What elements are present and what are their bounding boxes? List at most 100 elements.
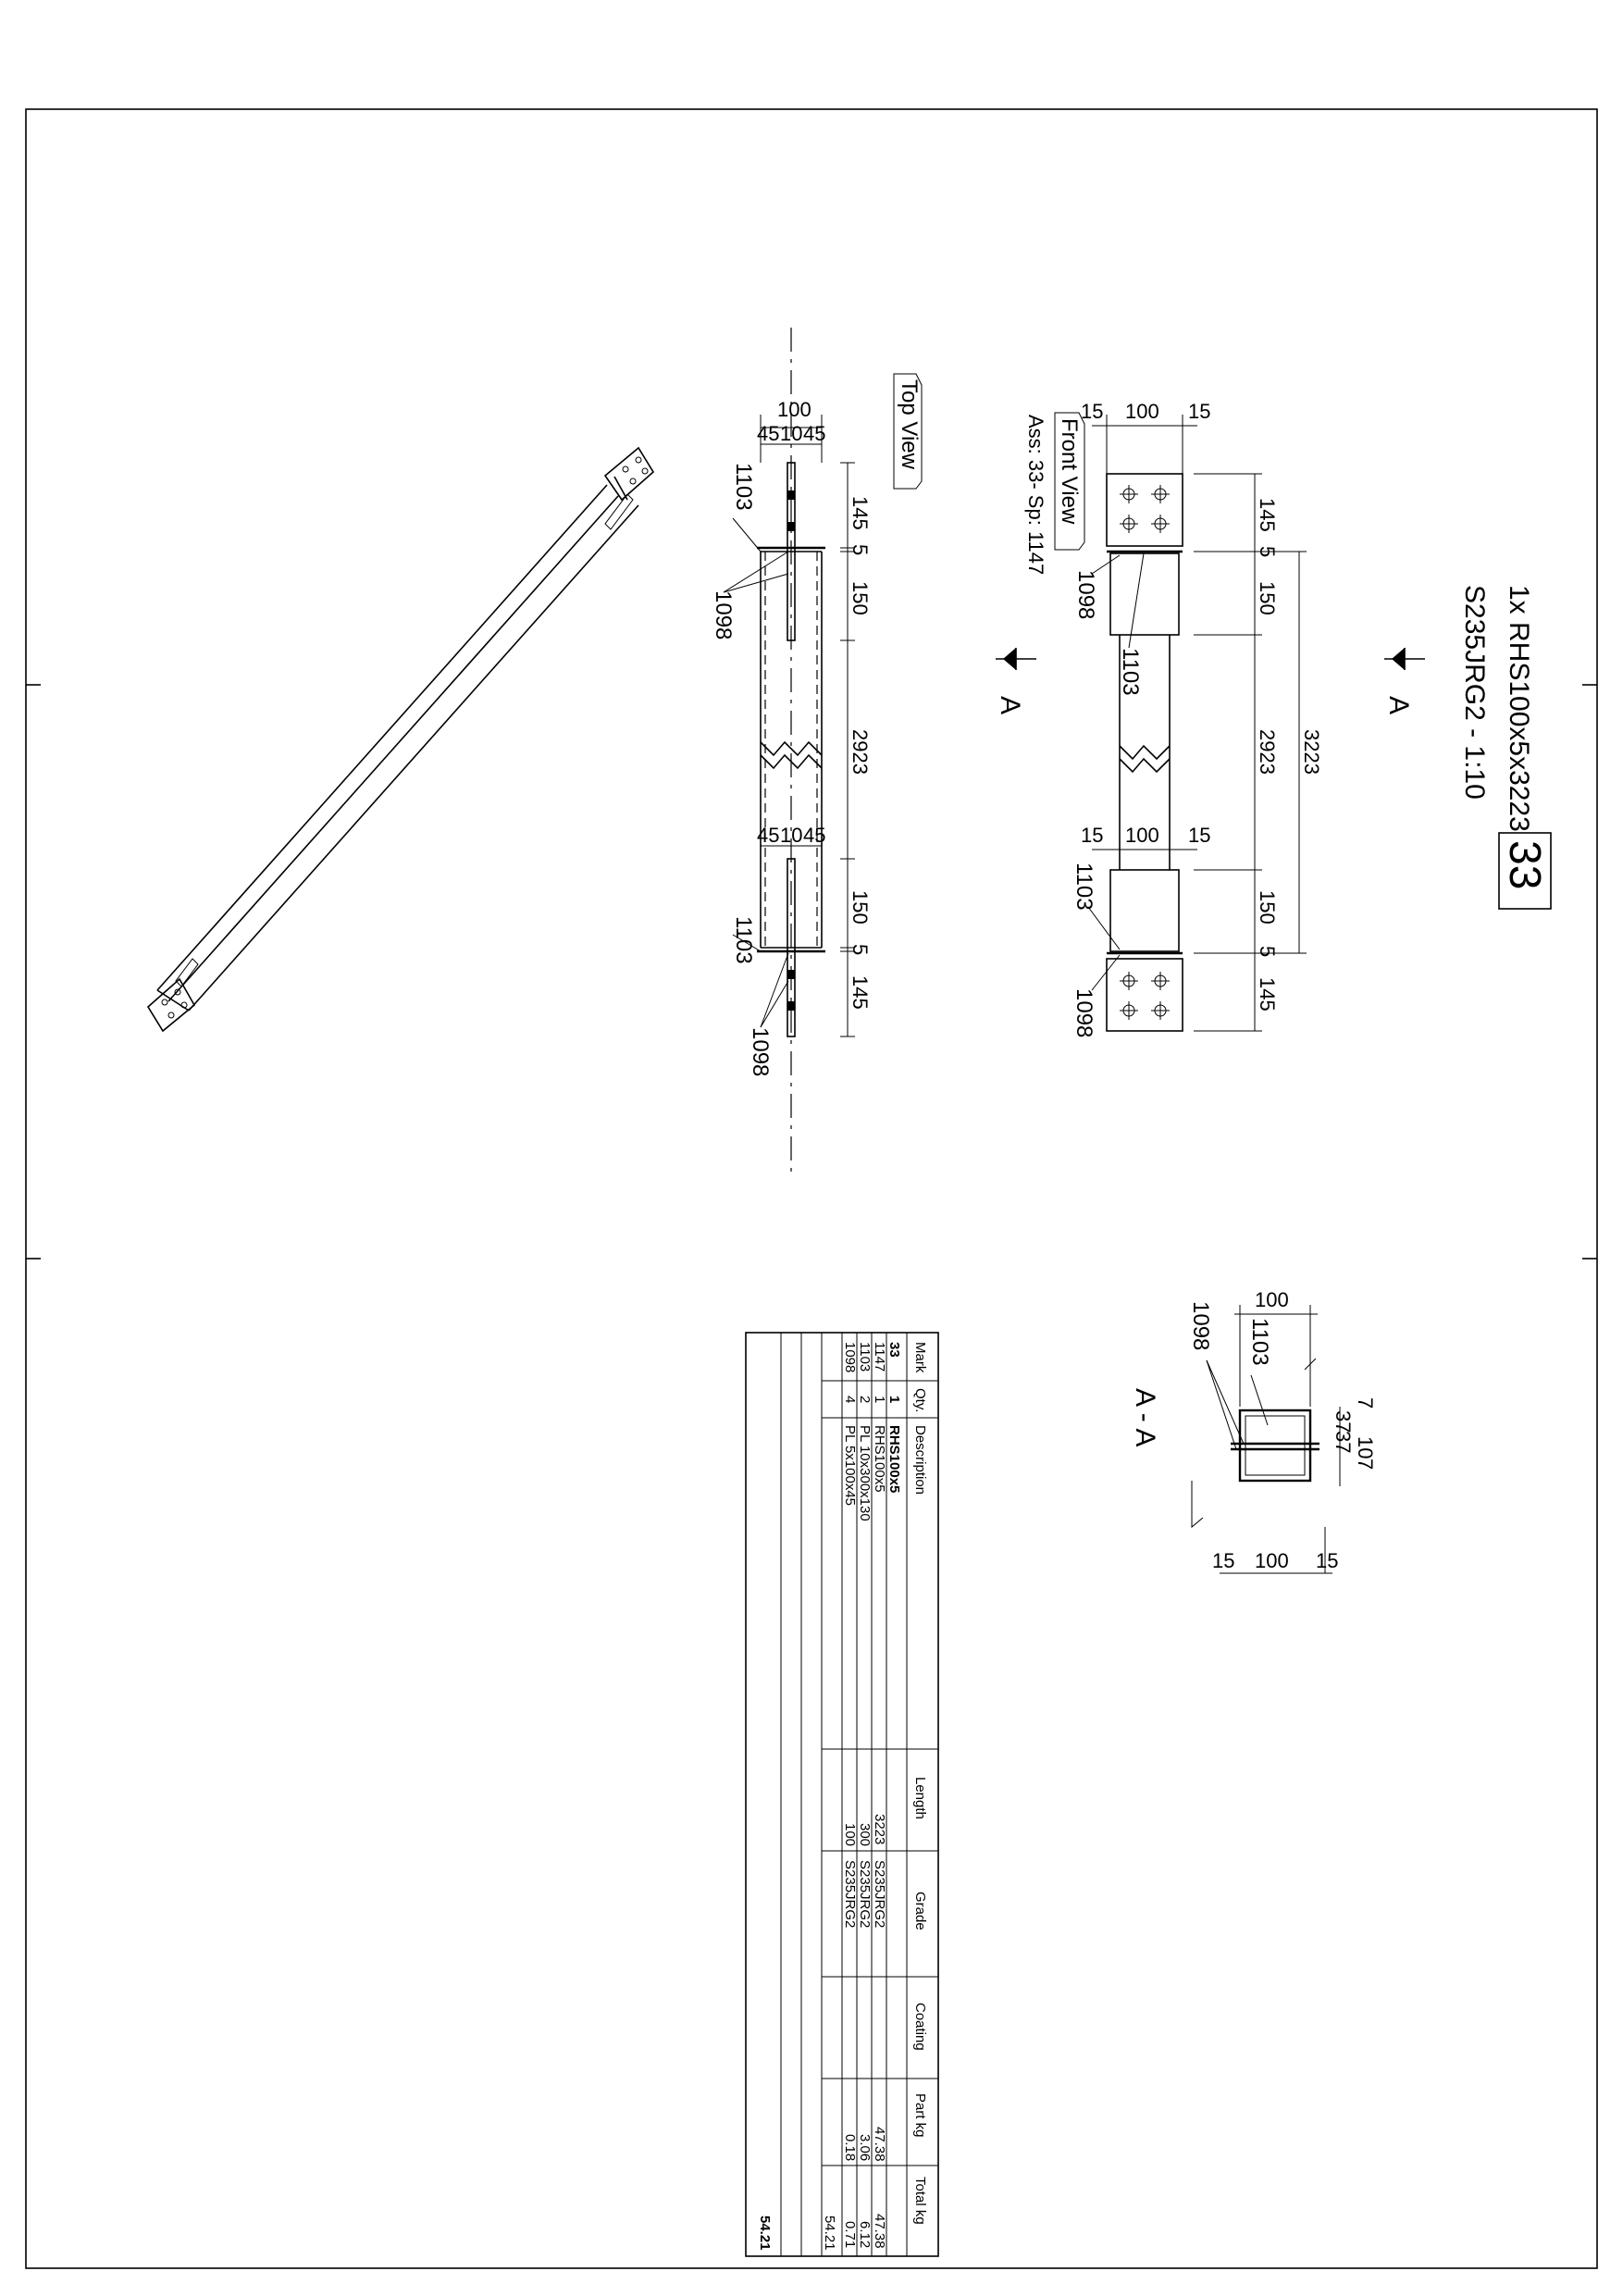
dim-5: 5: [849, 944, 872, 955]
svg-text:6.12: 6.12: [857, 2221, 873, 2248]
fin-plate: [787, 462, 796, 641]
svg-text:100: 100: [842, 1823, 858, 1846]
drawing-frame: [25, 108, 1598, 2269]
dim-37: 37: [1332, 1431, 1355, 1453]
dim-150: 150: [849, 890, 872, 925]
iso-tube-edge: [156, 989, 190, 1011]
iso-tube-edge: [613, 476, 628, 501]
iso-hole: [629, 478, 637, 485]
tube-box: [1109, 869, 1180, 952]
table-row: 33 1 RHS100x5: [886, 1342, 902, 1493]
dim-45: 45: [803, 422, 825, 445]
dim-45: 45: [757, 824, 779, 847]
view-label-frame: [893, 373, 923, 490]
iso-hole: [635, 456, 642, 464]
fin-plate: [787, 858, 796, 1037]
svg-text:3223: 3223: [872, 1814, 887, 1844]
leader: [1206, 1359, 1237, 1450]
fin-weld: [787, 522, 795, 531]
iso-hole: [167, 1011, 175, 1019]
svg-text:RHS100x5: RHS100x5: [872, 1425, 887, 1493]
iso-hole: [161, 999, 168, 1006]
part-mark-1098: 1098: [1072, 988, 1096, 1037]
dim-100: 100: [1255, 1288, 1289, 1311]
part-mark-1098: 1098: [1073, 570, 1098, 619]
svg-text:1: 1: [886, 1396, 902, 1403]
break-symbol: [1119, 744, 1171, 761]
part-mark-1103: 1103: [731, 463, 756, 511]
dim-15: 15: [1081, 824, 1103, 847]
svg-text:3.06: 3.06: [857, 2134, 873, 2161]
part-mark-1103: 1103: [1118, 648, 1143, 696]
section-a-a: A - A 100 15 100 15 7 37 37 10 7 1103 10…: [1130, 1288, 1377, 1574]
break-symbol: [760, 753, 823, 770]
title-block: 1x RHS100x5x3223 S235JRG2 - 1:10 33: [1459, 585, 1552, 910]
dim-15: 15: [1081, 400, 1103, 423]
iso-hole: [641, 467, 649, 475]
part-mark-1103: 1103: [1072, 863, 1096, 911]
tube-box: [1109, 552, 1180, 636]
title-line-1: 1x RHS100x5x3223: [1504, 585, 1534, 832]
front-view: 15 100 15 15 100 15 145 5 150 2923 3223 …: [995, 400, 1425, 1037]
leader: [760, 952, 789, 1028]
dim-15: 15: [1212, 1549, 1234, 1572]
dim-3223: 3223: [1300, 729, 1323, 775]
top-view-label: Top View: [897, 379, 922, 470]
iso-end-plate-top: [603, 446, 655, 502]
svg-text:PL 5x100x45: PL 5x100x45: [842, 1425, 858, 1506]
break-symbol: [760, 740, 823, 757]
leader: [723, 551, 789, 593]
table-row: 1098 4 PL 5x100x45 100 S235JRG2 0.18 0.7…: [842, 1342, 858, 2248]
end-plate: [1106, 473, 1183, 547]
front-view-label: Front View: [1057, 418, 1082, 525]
dim-150: 150: [849, 581, 872, 615]
svg-text:S235JRG2: S235JRG2: [872, 1860, 887, 1928]
dim-100: 100: [1125, 824, 1159, 847]
fin-weld: [787, 490, 795, 500]
table-row: 1147 1 RHS100x5 3223 S235JRG2 47.38 47.3…: [872, 1342, 887, 2249]
leader: [1128, 552, 1145, 649]
bolt-holes: [1120, 485, 1170, 1020]
iso-tube-edge: [188, 504, 639, 1011]
dim-45: 45: [803, 824, 825, 847]
svg-text:47.38: 47.38: [872, 2214, 887, 2249]
mark-number: 33: [1500, 840, 1549, 889]
leader: [1206, 1359, 1245, 1445]
svg-text:0.71: 0.71: [842, 2221, 858, 2248]
dim-145: 145: [1256, 977, 1279, 1011]
dim-15: 15: [1188, 824, 1210, 847]
dim-45: 45: [757, 422, 779, 445]
header-total-kg: Total kg: [912, 2177, 928, 2225]
svg-text:1147: 1147: [872, 1342, 887, 1371]
iso-fin: [175, 958, 199, 987]
iso-hole: [174, 988, 181, 996]
svg-text:300: 300: [857, 1823, 873, 1846]
dim-100: 100: [777, 398, 812, 421]
fin-weld: [787, 970, 795, 979]
part-mark-1103: 1103: [1247, 1318, 1272, 1366]
break-symbol: [1119, 757, 1171, 774]
dim-5: 5: [849, 544, 872, 555]
svg-text:47.38: 47.38: [872, 2127, 887, 2162]
end-plate: [1106, 958, 1183, 1032]
svg-text:1098: 1098: [842, 1342, 858, 1372]
part-mark-1098: 1098: [1188, 1301, 1213, 1350]
svg-text:33: 33: [886, 1342, 902, 1358]
mark-box: [1498, 832, 1552, 910]
leader: [732, 517, 762, 552]
assembly-info: Ass: 33- Sp: 1147: [1024, 415, 1047, 575]
svg-text:PL 10x300x130: PL 10x300x130: [857, 1425, 873, 1521]
iso-fin: [604, 493, 634, 530]
dim-10: 10: [1354, 1436, 1377, 1458]
table-total: 54.21: [757, 2215, 773, 2251]
dim-5: 5: [1256, 546, 1279, 557]
svg-text:S235JRG2: S235JRG2: [857, 1860, 873, 1928]
dim-145: 145: [849, 975, 872, 1010]
dim-15: 15: [1188, 400, 1210, 423]
svg-text:4: 4: [842, 1396, 858, 1403]
dim-150: 150: [1256, 890, 1279, 925]
dim-10: 10: [780, 824, 802, 847]
iso-tube-edge: [156, 484, 608, 991]
dim-2923: 2923: [849, 729, 872, 775]
title-line-2: S235JRG2 - 1:10: [1459, 585, 1490, 800]
